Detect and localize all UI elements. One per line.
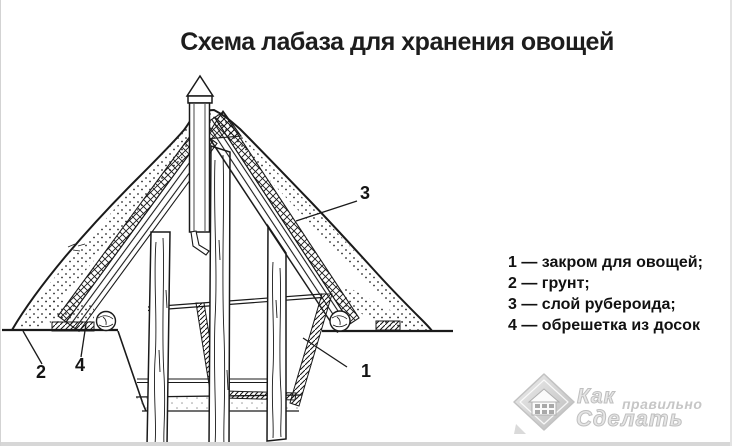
image-edge-right	[730, 0, 732, 446]
callout-ground: 2	[36, 362, 46, 382]
pipe-inner-lines	[193, 104, 206, 231]
pipe-cone-cap	[185, 74, 215, 97]
callout-bin: 1	[361, 361, 371, 381]
image-edge-left	[0, 0, 1, 446]
roof-ridge-cap	[203, 110, 243, 140]
leader-3	[295, 200, 358, 222]
ventilation-pipe	[185, 74, 215, 256]
labaz-cross-section-diagram: 3 1 2 4	[2, 74, 453, 446]
pipe-cap-ring	[187, 95, 213, 104]
leader-1	[302, 337, 348, 368]
roof-left-ruberoid-layer	[57, 127, 205, 323]
support-posts	[146, 144, 287, 446]
watermark-house-logo-icon	[513, 373, 575, 434]
roof	[57, 110, 360, 334]
log-right	[329, 310, 351, 332]
pipe-spout	[190, 230, 210, 256]
post-right	[266, 223, 287, 442]
roof-base	[51, 310, 401, 332]
legend-item: 1 — закром для овощей;	[508, 254, 703, 271]
watermark-word-bottom: Сделать	[576, 406, 684, 432]
watermark-word-top: Как	[576, 385, 616, 409]
roof-right-ruberoid-layer	[213, 111, 360, 325]
leader-4	[80, 323, 87, 358]
post-center	[208, 144, 231, 446]
watermark-word-mid: правильно	[622, 396, 703, 412]
mound-squiggles	[67, 243, 86, 252]
vegetable-bin	[147, 293, 333, 407]
callout-lathing: 4	[75, 355, 85, 375]
image-edge-bottom	[0, 442, 732, 446]
callout-leaders	[22, 200, 358, 368]
legend-item: 2 — грунт;	[508, 275, 590, 292]
page-title: Схема лабаза для хранения овощей	[180, 28, 614, 56]
bin-rim	[147, 293, 323, 312]
legend: 1 — закром для овощей; 2 — грунт; 3 — сл…	[508, 252, 703, 336]
mound-soil-texture-left	[14, 110, 213, 330]
legend-item: 3 — слой рубероида;	[508, 296, 676, 313]
mound-soil-patch-right-base	[340, 286, 416, 330]
post-left	[146, 231, 171, 446]
legend-item: 4 — обрешетка из досок	[508, 317, 700, 334]
callout-ruberoid: 3	[360, 183, 370, 203]
base-plate-left	[51, 321, 95, 332]
callout-numbers: 3 1 2 4	[36, 183, 371, 382]
leader-2	[22, 330, 43, 365]
pipe-body	[188, 102, 211, 233]
base-plate-right	[375, 320, 401, 331]
mound-soil-texture-right	[205, 109, 430, 331]
log-left	[95, 310, 117, 332]
